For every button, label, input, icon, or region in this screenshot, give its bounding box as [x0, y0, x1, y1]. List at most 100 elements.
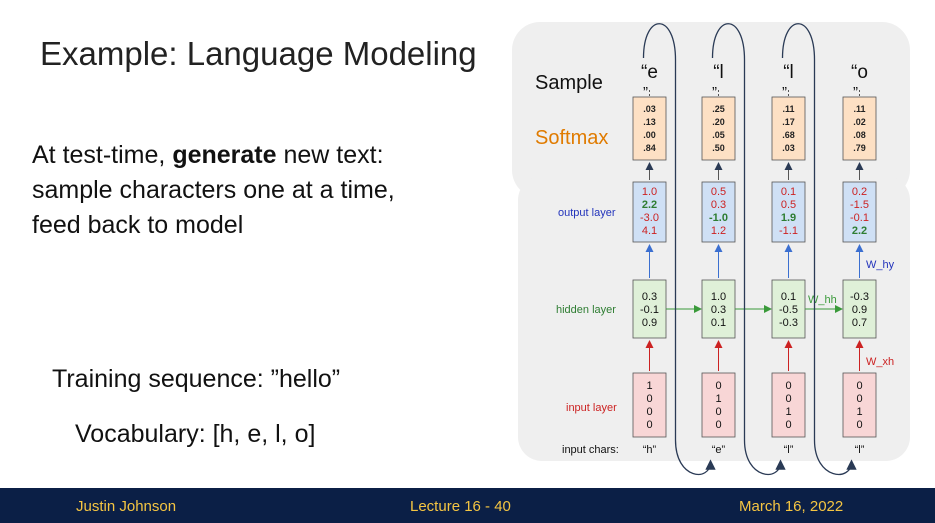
rnn-diagram: Sample Softmax output layer hidden layer… [512, 22, 910, 476]
input-char: “l” [784, 444, 794, 456]
input-value: 1 [715, 393, 721, 405]
slide-title: Example: Language Modeling [40, 35, 477, 72]
sample-char: “l [713, 62, 724, 83]
softmax-box [632, 96, 667, 161]
input-value: 0 [856, 380, 862, 392]
footer-bar: Justin Johnson Lecture 16 - 40 March 16,… [0, 488, 935, 523]
hidden-value: 1.0 [711, 291, 726, 303]
output-value: -1.1 [779, 225, 798, 237]
hidden-value: -0.3 [850, 291, 869, 303]
body-text-bold: generate [172, 141, 277, 169]
output-value: 4.1 [642, 225, 657, 237]
softmax-box [701, 96, 736, 161]
input-chars-label: input chars: [562, 444, 619, 456]
sample-char-close: ” [712, 84, 717, 101]
feedback-loop-arrow [711, 23, 786, 476]
input-value: 0 [785, 419, 791, 431]
input-value: 0 [856, 393, 862, 405]
output-value: 0.2 [852, 186, 867, 198]
softmax-value: .00 [643, 130, 656, 140]
softmax-value: .03 [782, 143, 795, 153]
output-box [701, 181, 736, 243]
training-sequence-text: Training sequence: ”hello” [52, 365, 341, 393]
slide-body-text: At test-time, generate new text: sample … [32, 138, 432, 243]
hidden-value: 0.3 [642, 291, 657, 303]
output-value: 0.5 [781, 199, 796, 211]
softmax-value: .25 [712, 104, 725, 114]
output-value: -3.0 [640, 212, 659, 224]
footer-lecture: Lecture 16 - 40 [410, 498, 511, 515]
softmax-value: .02 [853, 117, 866, 127]
input-value: 0 [856, 419, 862, 431]
vocabulary-text: Vocabulary: [h, e, l, o] [75, 420, 316, 448]
feedback-loop-arrow [642, 23, 716, 476]
input-box [842, 372, 877, 438]
input-value: 0 [715, 406, 721, 418]
softmax-value: .03 [643, 104, 656, 114]
softmax-value: .05 [712, 130, 725, 140]
softmax-value: .08 [853, 130, 866, 140]
sample-char-close: ” [643, 84, 648, 101]
feedback-loop-arrow [781, 23, 857, 476]
hidden-value: -0.3 [779, 317, 798, 329]
w-hh-label: W_hh [808, 294, 837, 306]
hidden-box [701, 279, 736, 339]
input-value: 1 [785, 406, 791, 418]
softmax-box [842, 96, 877, 161]
hidden-value: 0.9 [852, 304, 867, 316]
sample-char-close: ” [782, 84, 787, 101]
softmax-value: .13 [643, 117, 656, 127]
sample-char-close: ” [853, 84, 858, 101]
output-box [771, 181, 806, 243]
body-text-pre: At test-time, [32, 141, 173, 169]
output-value: -1.0 [709, 212, 728, 224]
input-layer-label: input layer [566, 402, 617, 414]
input-char: “h” [643, 444, 657, 456]
softmax-value: .79 [853, 143, 866, 153]
input-value: 0 [646, 393, 652, 405]
softmax-value: .11 [782, 104, 794, 114]
softmax-value: .84 [643, 143, 656, 153]
sample-char: “l [783, 62, 794, 83]
input-box [701, 372, 736, 438]
input-value: 0 [785, 393, 791, 405]
hidden-value: 0.3 [711, 304, 726, 316]
output-value: 2.2 [642, 199, 657, 211]
input-char: “e” [712, 444, 726, 456]
softmax-box [771, 96, 806, 161]
diagram-columns: “e”.03.13.00.841.02.2-3.04.10.3-0.10.910… [632, 23, 877, 476]
input-value: 0 [715, 380, 721, 392]
output-value: 1.0 [642, 186, 657, 198]
output-value: 0.5 [711, 186, 726, 198]
hidden-value: -0.5 [779, 304, 798, 316]
sample-char: “o [851, 62, 868, 83]
w-xh-label: W_xh [866, 356, 894, 368]
input-char: “l” [855, 444, 865, 456]
body-text-post: new text: sample characters one at a tim… [32, 141, 395, 239]
hidden-value: -0.1 [640, 304, 659, 316]
hidden-layer-label: hidden layer [556, 304, 616, 316]
hidden-value: 0.1 [711, 317, 726, 329]
input-value: 0 [646, 406, 652, 418]
input-value: 0 [785, 380, 791, 392]
softmax-value: .68 [782, 130, 795, 140]
softmax-value: .11 [853, 104, 865, 114]
output-layer-label: output layer [558, 207, 616, 219]
output-value: -1.5 [850, 199, 869, 211]
input-value: 0 [646, 419, 652, 431]
hidden-value: 0.7 [852, 317, 867, 329]
output-value: 2.2 [852, 225, 867, 237]
sample-label: Sample [535, 72, 603, 94]
softmax-value: .50 [712, 143, 725, 153]
output-value: 1.9 [781, 212, 796, 224]
footer-author: Justin Johnson [76, 498, 177, 515]
output-box [842, 181, 877, 243]
softmax-label: Softmax [535, 127, 608, 149]
input-value: 0 [715, 419, 721, 431]
hidden-value: 0.9 [642, 317, 657, 329]
softmax-value: .17 [782, 117, 795, 127]
output-box [632, 181, 667, 243]
output-value: 0.3 [711, 199, 726, 211]
hidden-box [842, 279, 877, 339]
input-value: 1 [856, 406, 862, 418]
